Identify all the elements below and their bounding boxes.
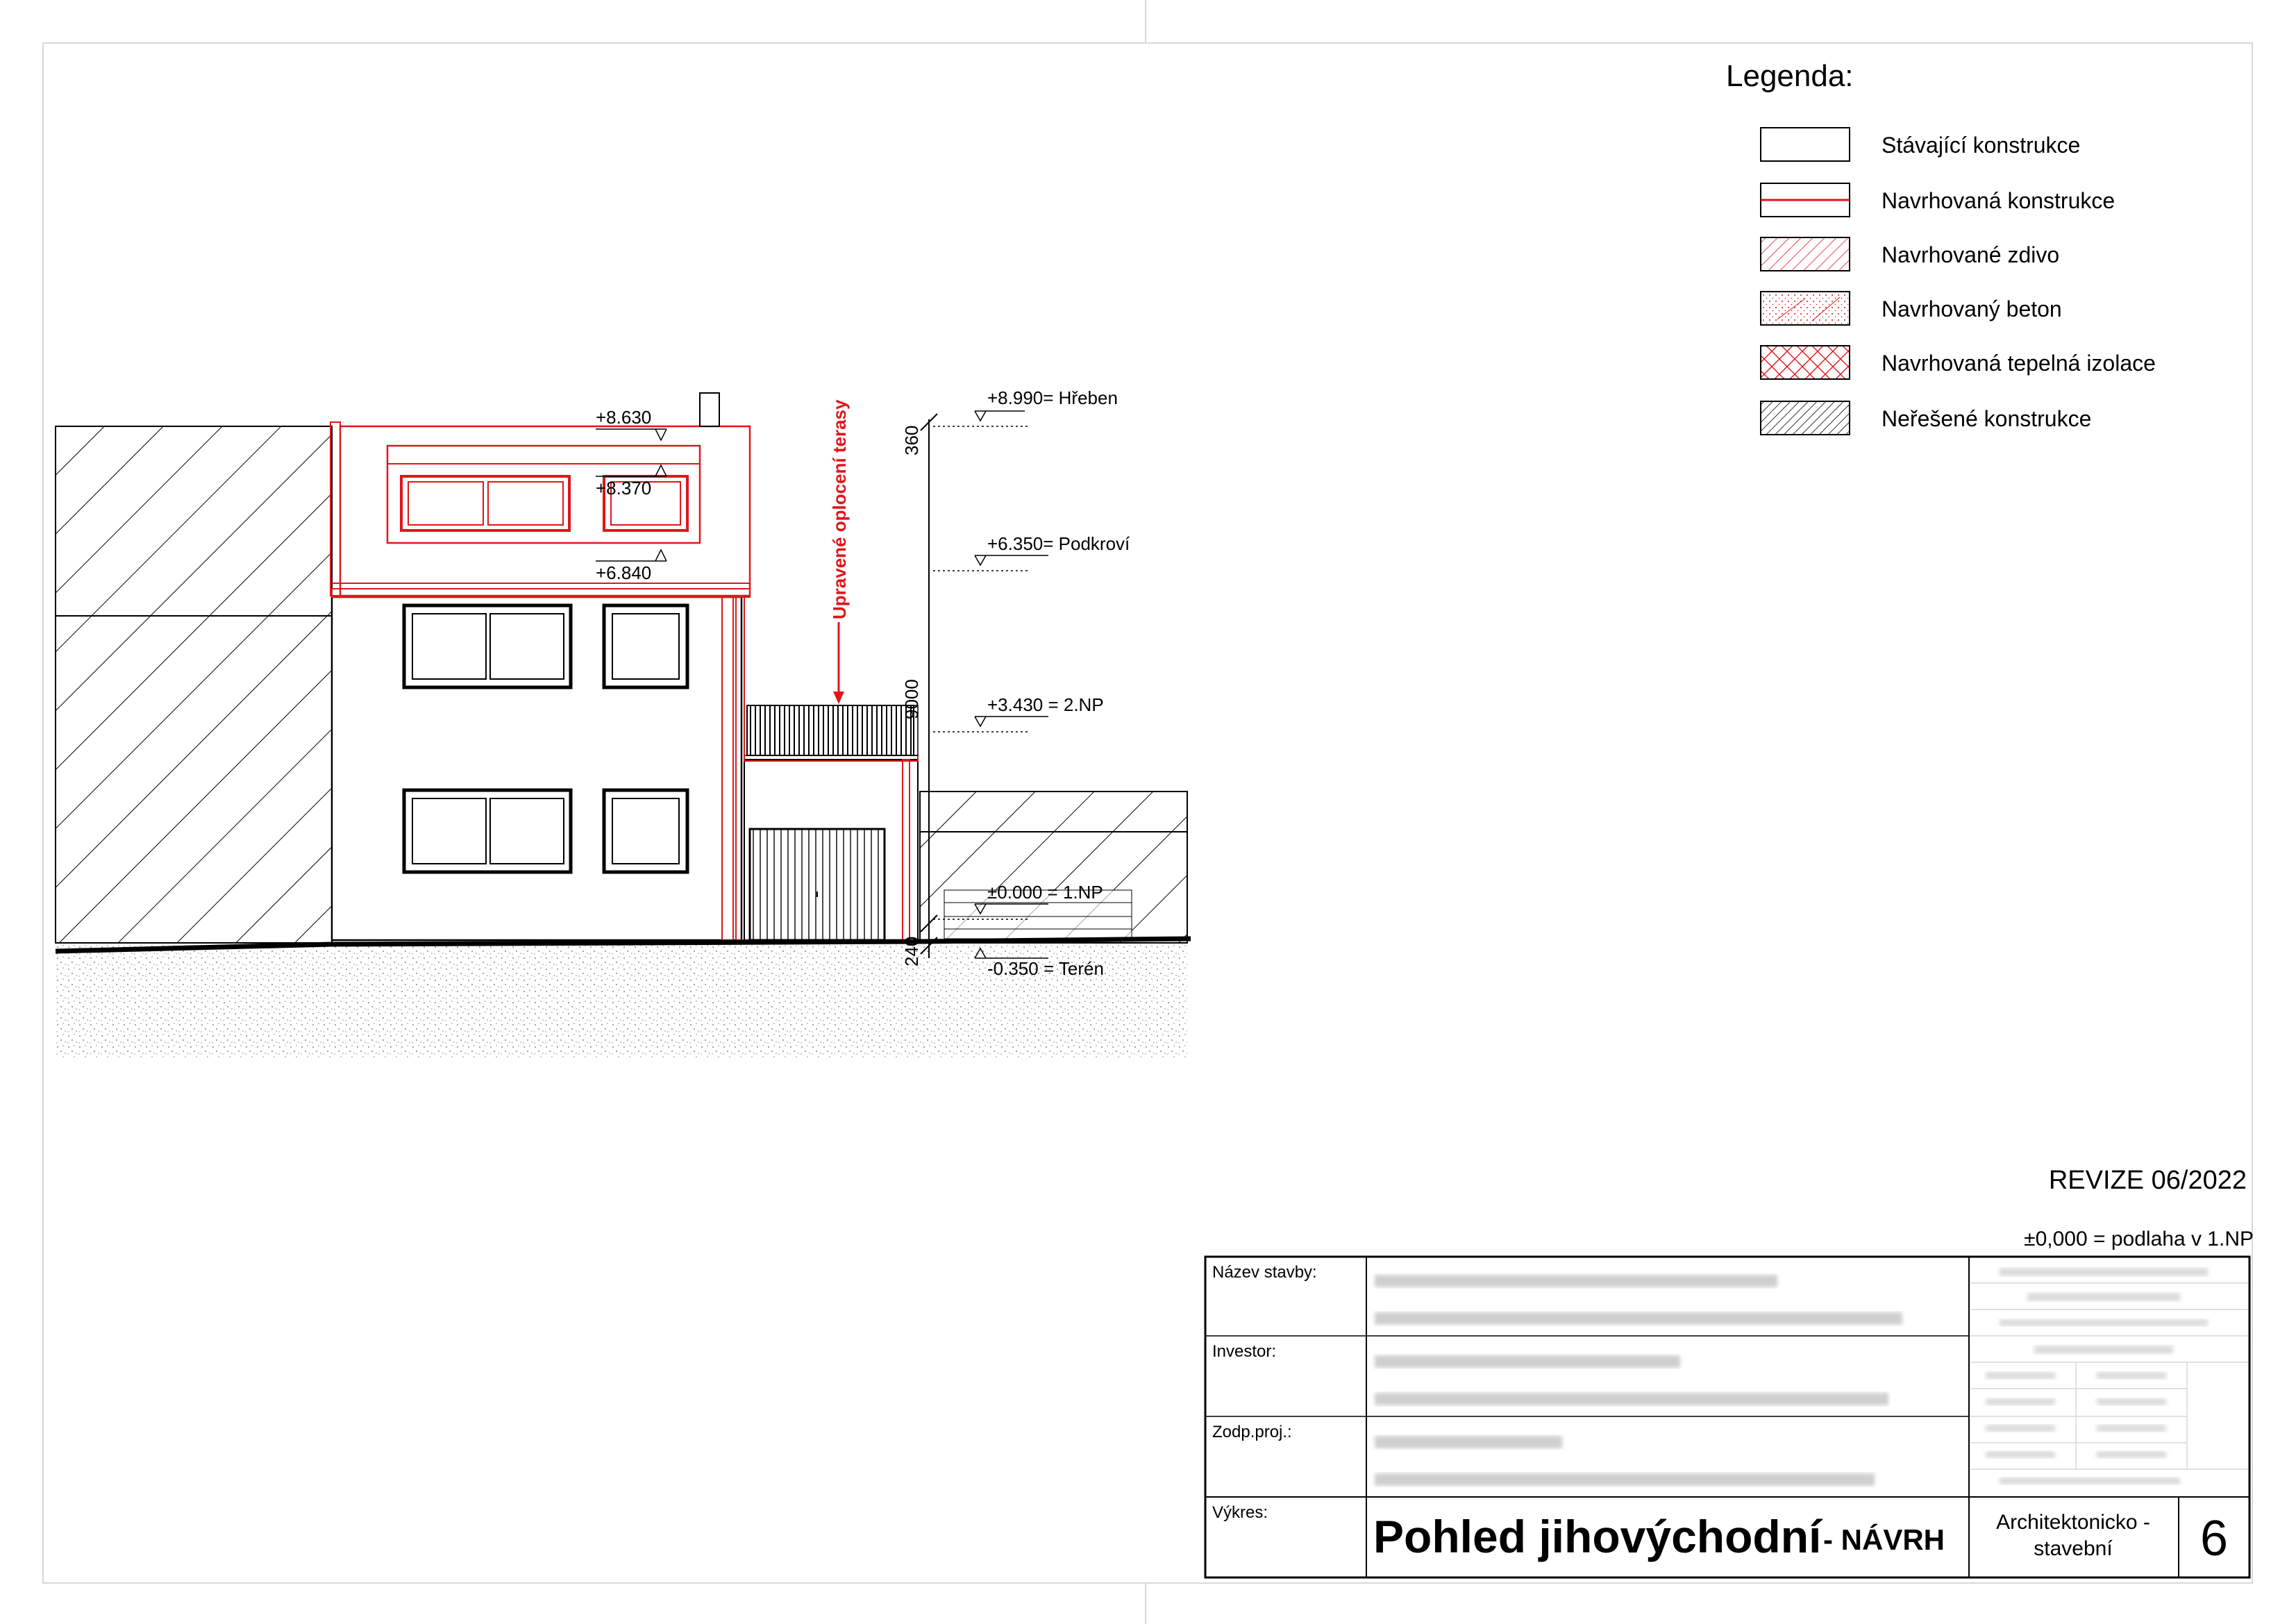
svg-text:+8.630: +8.630 — [596, 407, 651, 428]
drawing-category-line2: stavební — [2034, 1537, 2113, 1560]
label-investor: Investor: — [1212, 1342, 1276, 1361]
windows-2np — [402, 603, 689, 689]
legend: Legenda: Stávající konstrukce Navrhovaná… — [1726, 59, 2156, 435]
svg-text:Stávající konstrukce: Stávající konstrukce — [1882, 133, 2080, 158]
windows-1np — [402, 788, 689, 874]
house-facade — [330, 596, 743, 941]
revision-label: REVIZE 06/2022 — [2049, 1166, 2247, 1195]
label-responsible-designer: Zodp.proj.: — [1212, 1423, 1292, 1441]
drawing-number: 6 — [2200, 1511, 2228, 1566]
legend-item-thermal-insulation: Navrhovaná tepelná izolace — [1760, 345, 2156, 380]
legend-title: Legenda: — [1726, 59, 1854, 93]
attic-window-double — [400, 475, 571, 532]
drawing-subtitle: - NÁVRH — [1823, 1523, 1945, 1556]
level-markers: +8.990= Hřeben +6.350= Podkroví +3.430 =… — [933, 387, 1130, 979]
svg-text:Upravené oplocení terasy: Upravené oplocení terasy — [829, 399, 850, 619]
svg-text:Navrhovaná tepelná izolace: Navrhovaná tepelná izolace — [1882, 351, 2156, 376]
svg-text:240: 240 — [901, 937, 922, 966]
title-block: Název stavby: Investor: Zodp.proj.: Výkr… — [1204, 1255, 2251, 1579]
drawing-title: Pohled jihovýchodní — [1373, 1511, 1823, 1562]
svg-text:Navrhovaný beton: Navrhovaný beton — [1882, 296, 2062, 321]
svg-text:Neřešené konstrukce: Neřešené konstrukce — [1882, 406, 2091, 431]
svg-text:+8.370: +8.370 — [596, 478, 651, 499]
chimney — [699, 392, 720, 427]
neighbour-building-left — [55, 426, 333, 944]
svg-text:Navrhované zdivo: Navrhované zdivo — [1882, 242, 2059, 267]
roof-level-marks: +8.630 +8.370 +6.840 — [596, 407, 667, 583]
proposed-attic — [330, 421, 751, 598]
terrace-railing — [746, 705, 914, 756]
svg-text:9000: 9000 — [901, 679, 922, 719]
label-drawing: Výkres: — [1212, 1503, 1268, 1522]
datum-note: ±0,000 = podlaha v 1.NP — [2024, 1228, 2254, 1250]
garage-gate — [748, 828, 886, 941]
svg-text:-0.350 = Terén: -0.350 = Terén — [987, 958, 1104, 979]
obscured-project-details — [1375, 1275, 1902, 1486]
drawing-category-line1: Architektonicko - — [1996, 1511, 2150, 1534]
svg-text:360: 360 — [901, 426, 922, 455]
svg-text:Navrhovaná konstrukce: Navrhovaná konstrukce — [1882, 188, 2115, 213]
sheet-frame — [42, 0, 2253, 1624]
svg-text:+3.430 = 2.NP: +3.430 = 2.NP — [987, 694, 1104, 715]
legend-item-proposed-masonry: Navrhované zdivo — [1760, 237, 2059, 271]
elevation-drawing: Upravené oplocení terasy +8.630 +8.370 +… — [55, 387, 1191, 1057]
legend-item-unresolved: Neřešené konstrukce — [1760, 401, 2091, 435]
svg-text:+6.840: +6.840 — [596, 562, 651, 583]
terrace-fence-note: Upravené oplocení terasy — [829, 399, 850, 704]
height-dimension: 360 9000 240 — [901, 413, 938, 966]
ground-line — [55, 936, 1191, 954]
svg-text:+8.990= Hřeben: +8.990= Hřeben — [987, 387, 1118, 408]
obscured-info-grid — [1969, 1268, 2249, 1484]
legend-item-proposed-concrete: Navrhovaný beton — [1760, 291, 2062, 326]
legend-item-existing: Stávající konstrukce — [1760, 127, 2080, 162]
svg-text:+6.350= Podkroví: +6.350= Podkroví — [987, 533, 1130, 554]
garage — [744, 705, 919, 941]
ground-terrain — [56, 943, 1187, 1057]
svg-text:±0.000 = 1.NP: ±0.000 = 1.NP — [987, 882, 1103, 903]
label-building-name: Název stavby: — [1212, 1263, 1317, 1282]
legend-item-proposed: Navrhovaná konstrukce — [1760, 183, 2115, 217]
